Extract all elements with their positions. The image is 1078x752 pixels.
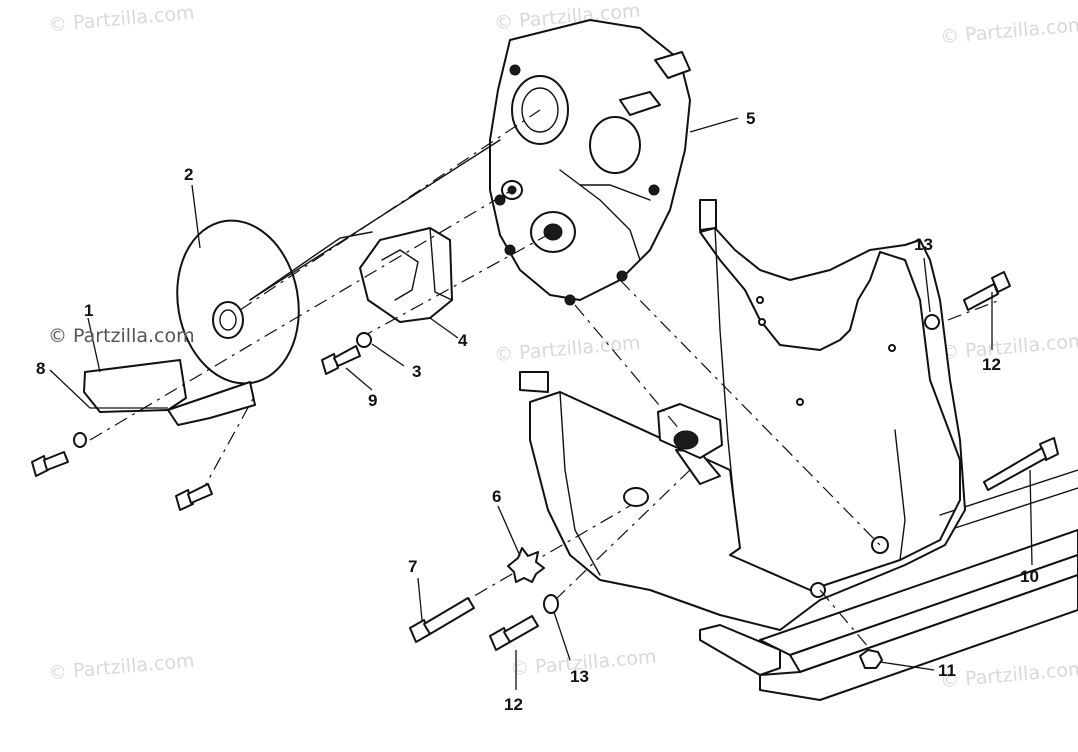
- washer-icon: [543, 594, 559, 614]
- callout-4: 4: [458, 331, 468, 350]
- callout-1: 1: [84, 301, 93, 320]
- washer-icon: [507, 547, 545, 583]
- bolt-icon: [409, 597, 475, 643]
- bracket-plate: [83, 359, 256, 426]
- washer-icon: [924, 314, 940, 330]
- washer-icon: [356, 332, 372, 348]
- bolt-icon: [31, 451, 69, 477]
- mount-bracket: [359, 227, 453, 323]
- bolt-icon: [175, 483, 213, 511]
- washer-icon: [623, 487, 649, 507]
- callout-10: 10: [1020, 567, 1039, 586]
- washer-icon: [73, 432, 87, 448]
- callout-7: 7: [408, 557, 417, 576]
- nut-icon: [859, 649, 883, 669]
- callout-9: 9: [368, 391, 377, 410]
- callout-8: 8: [36, 359, 45, 378]
- callout-2: 2: [184, 165, 193, 184]
- pivot-bushing: [657, 403, 723, 459]
- watermark-overlay: © Partzilla.com: [48, 325, 195, 347]
- callouts: 1 2 3 4 5 6 7 8 9 10 11 12 12 13 13: [36, 109, 1039, 714]
- callout-3: 3: [412, 362, 421, 381]
- callout-13-right: 13: [914, 235, 933, 254]
- callout-13-lower: 13: [570, 667, 589, 686]
- bolt-icon: [489, 615, 539, 651]
- callout-6: 6: [492, 487, 501, 506]
- drive-pulley: [176, 219, 300, 385]
- callout-11: 11: [938, 661, 956, 680]
- callout-5: 5: [746, 109, 755, 128]
- callout-12-right: 12: [982, 355, 1001, 374]
- bolt-icon: [321, 345, 361, 375]
- gear-case: [489, 19, 691, 306]
- bolt-icon: [963, 271, 1011, 311]
- leader-lines: [49, 117, 1033, 690]
- assembly-lines: [89, 109, 1001, 656]
- callout-12-lower: 12: [504, 695, 523, 714]
- hardware: [31, 271, 1059, 669]
- bolt-icon: [983, 437, 1059, 491]
